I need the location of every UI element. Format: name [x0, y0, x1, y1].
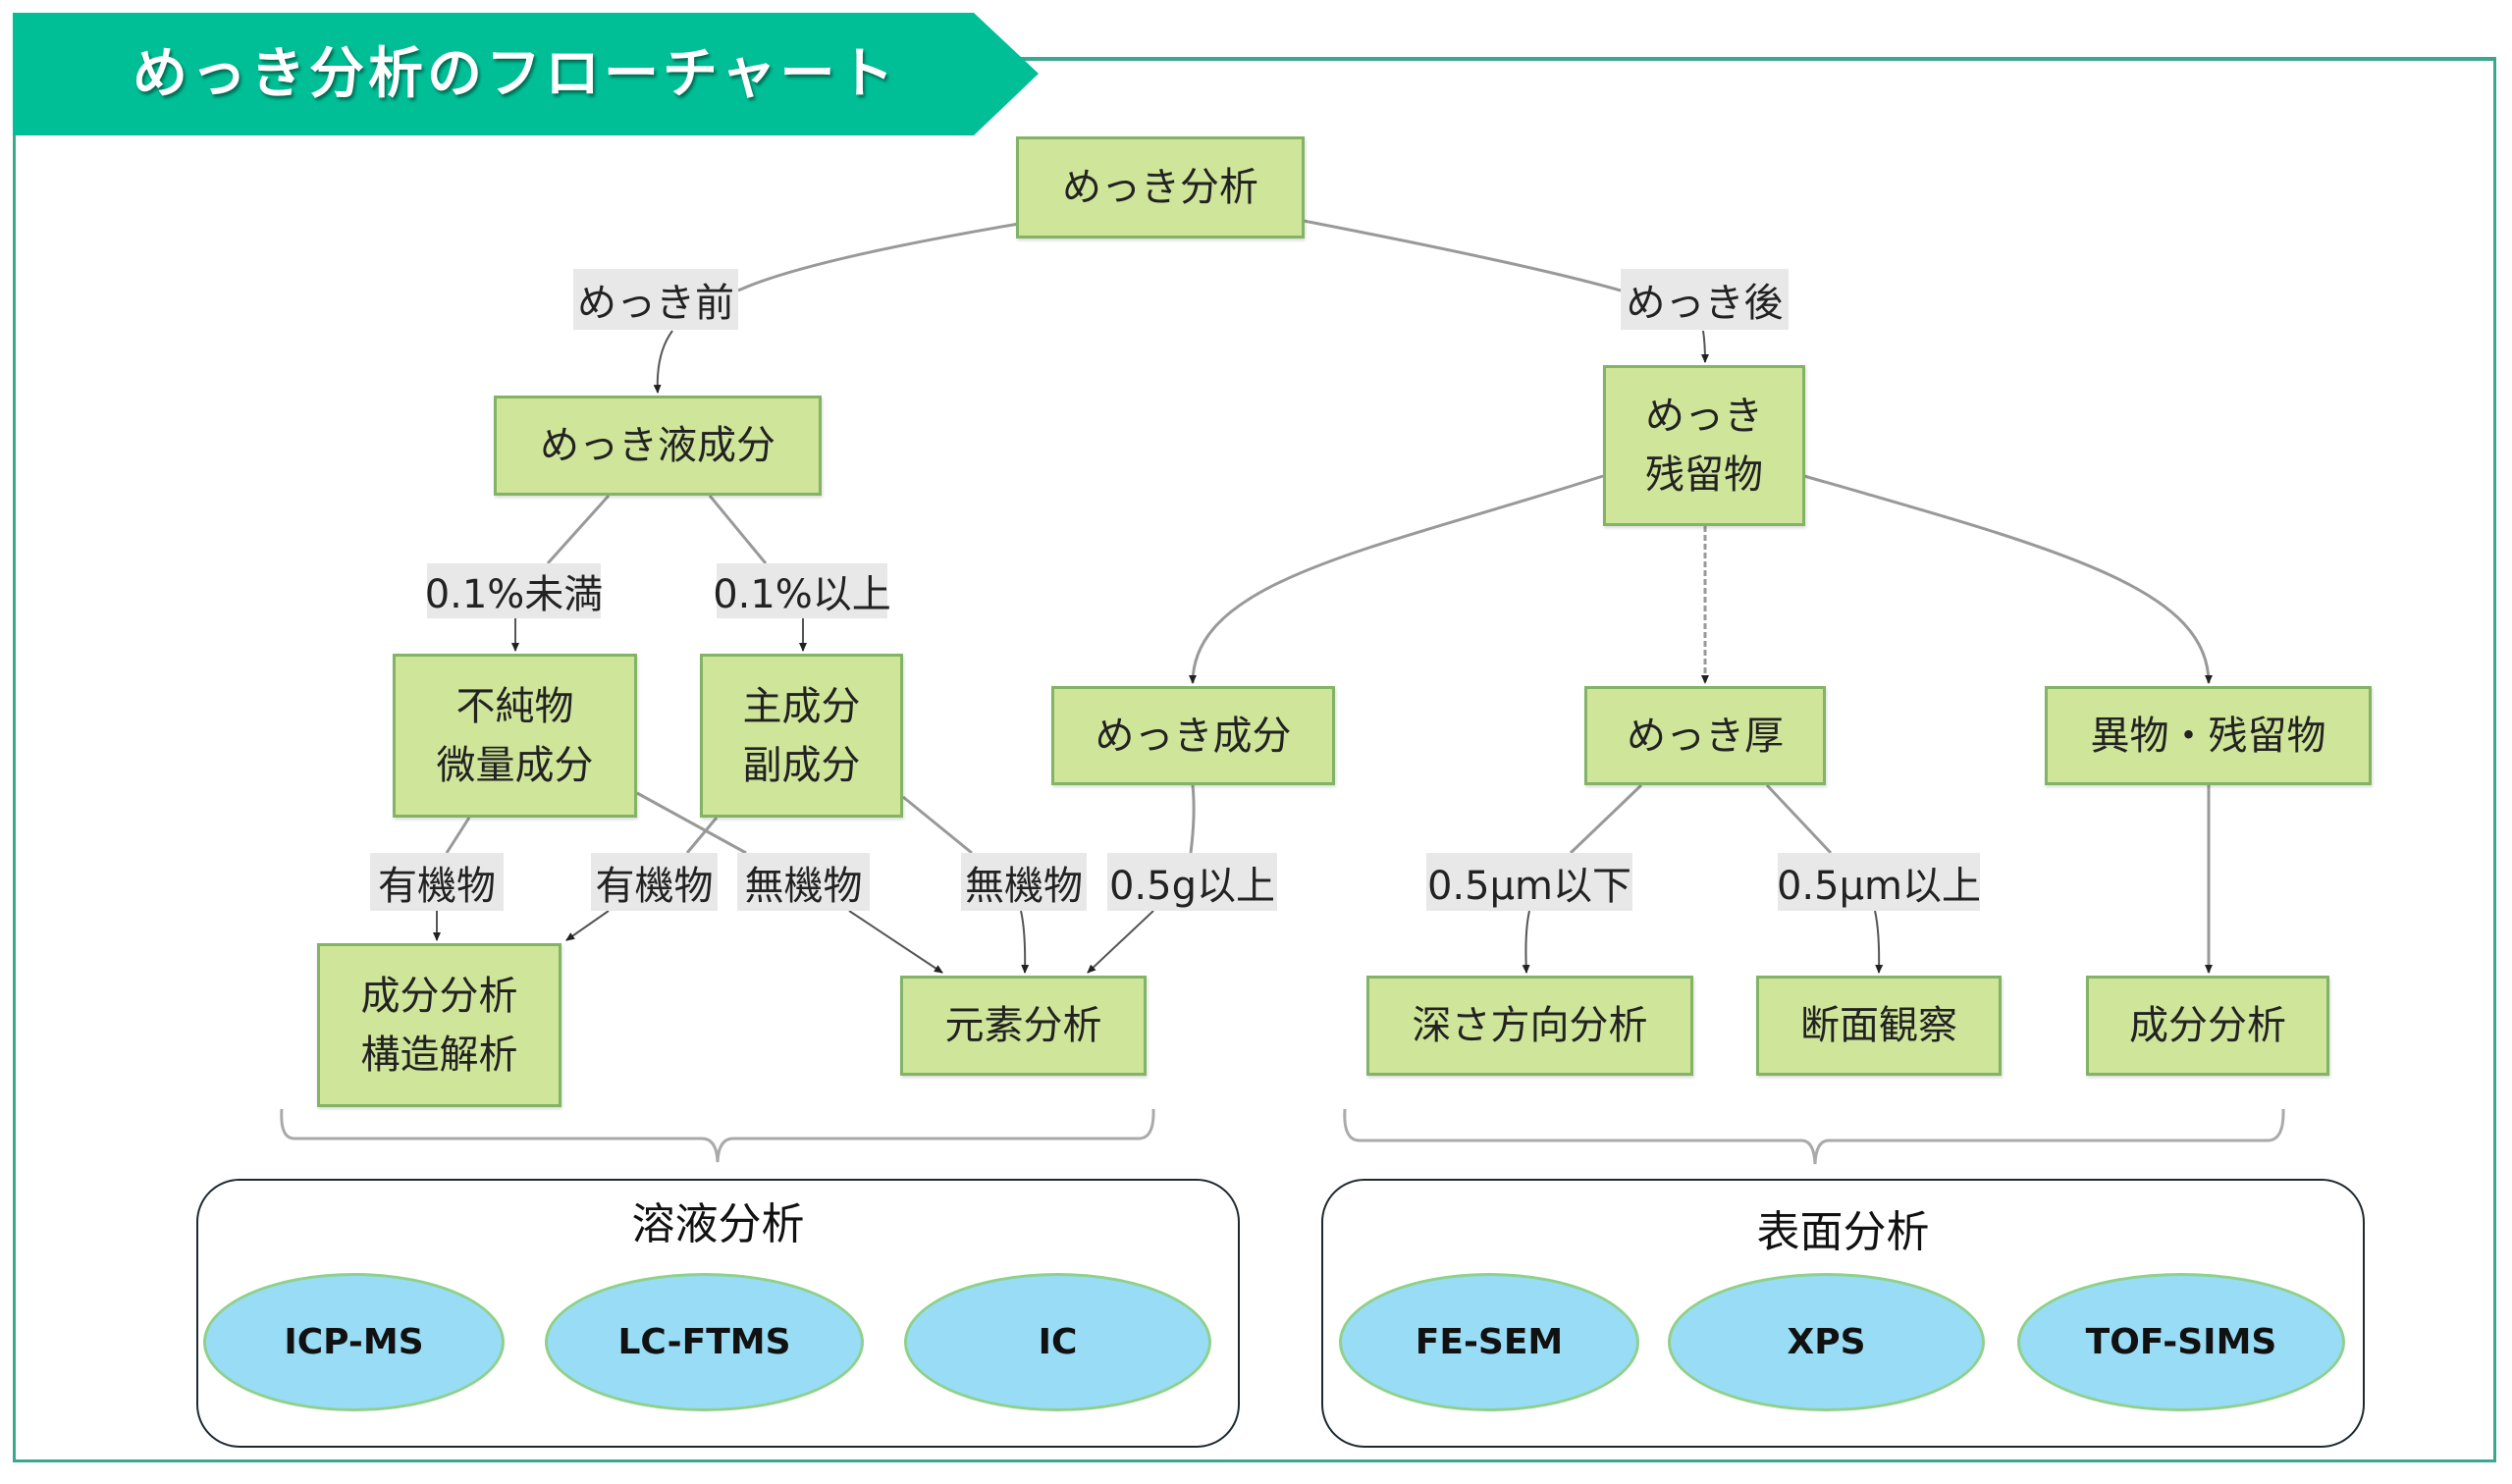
node-plating-residue[interactable]: めっき 残留物	[1603, 365, 1805, 526]
edge-before-bath	[653, 330, 673, 394]
brace-surface	[1343, 1108, 2285, 1165]
edge-plating-components-0-5g	[1189, 784, 1196, 854]
edge-label-inorganic-1: 無機物	[737, 853, 870, 911]
group-solution-analysis: 溶液分析	[196, 1179, 1240, 1448]
node-depth-analysis[interactable]: 深さ方向分析	[1366, 976, 1693, 1076]
node-label-line2: 副成分	[742, 742, 861, 788]
node-elemental-analysis[interactable]: 元素分析	[900, 976, 1147, 1076]
edge-inorganic1-elemental	[848, 910, 943, 974]
node-label: めっき分析	[1062, 165, 1258, 210]
brace-solution	[280, 1108, 1155, 1163]
title-banner	[13, 13, 1039, 135]
edge-bath-below	[546, 494, 611, 565]
technique-icp-ms[interactable]: ICP-MS	[203, 1273, 505, 1411]
node-label-line1: 不純物	[455, 683, 574, 729]
technique-ic[interactable]: IC	[904, 1273, 1211, 1411]
edge-label-above-0-5g: 0.5g以上	[1107, 853, 1277, 911]
node-component-structure-analysis[interactable]: 成分分析 構造解析	[317, 943, 561, 1107]
edge-impurities-inorganic	[636, 791, 747, 855]
node-plating-components[interactable]: めっき成分	[1051, 686, 1335, 785]
node-cross-section[interactable]: 断面観察	[1756, 976, 2002, 1076]
node-label: 断面観察	[1800, 1003, 1957, 1048]
node-bath-components[interactable]: めっき液成分	[494, 396, 822, 496]
technique-label: ICP-MS	[284, 1322, 424, 1362]
edge-label-before-plating: めっき前	[573, 269, 738, 330]
node-component-analysis[interactable]: 成分分析	[2086, 976, 2329, 1076]
edge-main-organic	[685, 817, 719, 854]
node-label-line2: 構造解析	[360, 1032, 518, 1078]
node-main-components[interactable]: 主成分 副成分	[700, 654, 903, 818]
node-label: 成分分析	[2129, 1003, 2286, 1048]
node-label-line2: 残留物	[1645, 452, 1763, 498]
edge-root-after	[1303, 219, 1622, 292]
technique-label: XPS	[1787, 1322, 1866, 1362]
node-label-line1: 主成分	[742, 683, 861, 729]
edge-0-5g-elemental	[1087, 910, 1154, 974]
diagram-frame	[13, 57, 2496, 1462]
edge-label-above-0-1: 0.1%以上	[713, 563, 891, 618]
edge-label-organic-1: 有機物	[370, 853, 504, 911]
node-label-line2: 微量成分	[436, 742, 594, 788]
group-surface-analysis: 表面分析	[1321, 1179, 2365, 1448]
edge-residue-foreign	[1803, 474, 2213, 684]
node-foreign-residue[interactable]: 異物・残留物	[2045, 686, 2372, 785]
technique-fe-sem[interactable]: FE-SEM	[1339, 1273, 1639, 1411]
node-plating-thickness[interactable]: めっき厚	[1584, 686, 1826, 785]
edge-thickness-below-um	[1569, 783, 1643, 855]
edge-label-organic-2: 有機物	[591, 853, 718, 911]
edge-root-before	[737, 222, 1020, 292]
edge-above-um-cross	[1874, 910, 1884, 974]
page-title: めっき分析のフローチャート	[133, 42, 898, 106]
node-label: 異物・残留物	[2090, 713, 2326, 759]
edge-thickness-above-um	[1765, 783, 1833, 855]
node-label-line1: 成分分析	[360, 973, 518, 1019]
technique-tof-sims[interactable]: TOF-SIMS	[2017, 1273, 2345, 1411]
node-label: 深さ方向分析	[1412, 1003, 1648, 1048]
technique-label: FE-SEM	[1415, 1322, 1564, 1362]
title-banner-shape	[13, 13, 1039, 135]
group-title: 表面分析	[1756, 1207, 1930, 1257]
node-label: めっき液成分	[540, 423, 775, 468]
edge-organic2-component-structure	[565, 910, 610, 941]
technique-label: LC-FTMS	[617, 1322, 791, 1362]
node-impurities[interactable]: 不純物 微量成分	[393, 654, 637, 818]
technique-xps[interactable]: XPS	[1668, 1273, 1985, 1411]
edge-label-inorganic-2: 無機物	[961, 853, 1087, 911]
edge-after-residue	[1700, 330, 1709, 363]
edge-impurities-organic	[445, 817, 471, 854]
technique-label: IC	[1038, 1322, 1078, 1362]
edge-inorganic2-elemental	[1020, 910, 1030, 974]
edge-bath-above	[708, 495, 768, 564]
edge-label-after-plating: めっき後	[1621, 269, 1789, 330]
node-label-line1: めっき	[1645, 394, 1763, 439]
node-label: 元素分析	[944, 1003, 1102, 1048]
edge-label-above-0-5um: 0.5µm以上	[1777, 853, 1981, 911]
node-label: めっき成分	[1095, 713, 1292, 759]
edge-below-um-depth	[1522, 910, 1530, 974]
edge-residue-plating-components	[1189, 474, 1604, 684]
edge-label-below-0-1: 0.1%未満	[425, 563, 603, 618]
edge-label-below-0-5um: 0.5µm以下	[1426, 853, 1632, 911]
technique-label: TOF-SIMS	[2085, 1322, 2277, 1362]
group-title: 溶液分析	[631, 1199, 805, 1249]
edge-main-inorganic	[902, 795, 973, 855]
technique-lc-ftms[interactable]: LC-FTMS	[545, 1273, 864, 1411]
node-label: めっき厚	[1627, 713, 1784, 759]
node-plating-analysis[interactable]: めっき分析	[1016, 136, 1305, 238]
